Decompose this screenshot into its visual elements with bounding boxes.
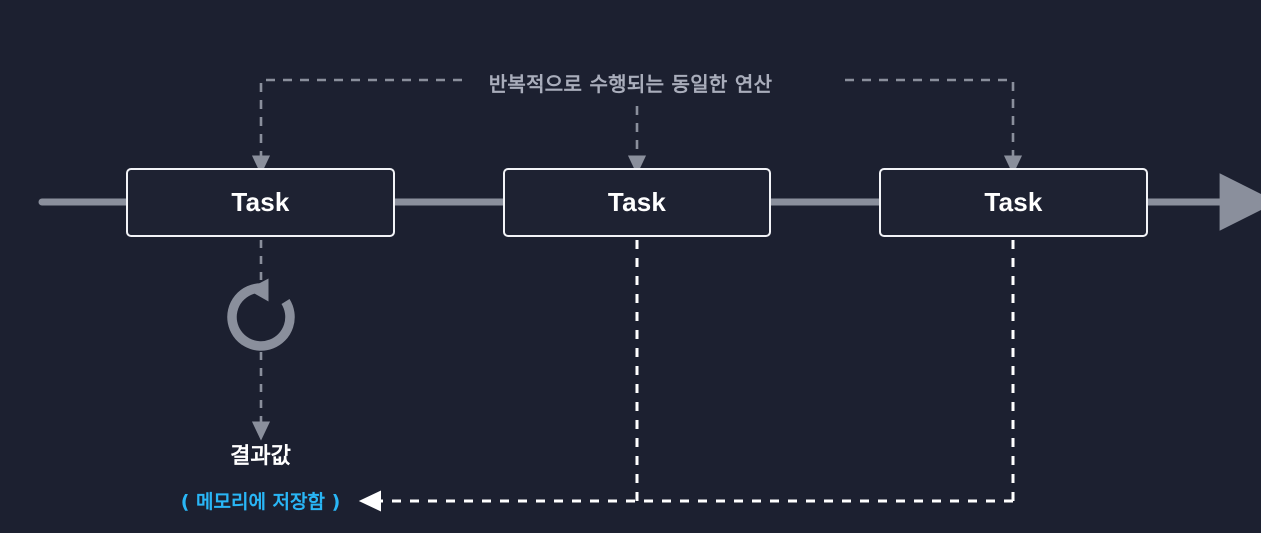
refresh-loop-icon — [227, 278, 295, 351]
task-box-3[interactable]: Task — [879, 168, 1148, 237]
loop-annotation-connector-right — [845, 78, 1023, 175]
loop-annotation-label: 반복적으로 수행되는 동일한 연산 — [488, 72, 773, 96]
result-value-label: 결과값 — [230, 444, 291, 469]
task-label-1: Task — [231, 187, 290, 217]
task-label-2: Task — [607, 187, 667, 217]
task-box-2[interactable]: Task — [503, 168, 771, 237]
memory-store-label: ( 메모리에 저장함 ) — [180, 491, 341, 513]
task-label-3: Task — [984, 187, 1043, 217]
task-box-1[interactable]: Task — [126, 168, 395, 237]
